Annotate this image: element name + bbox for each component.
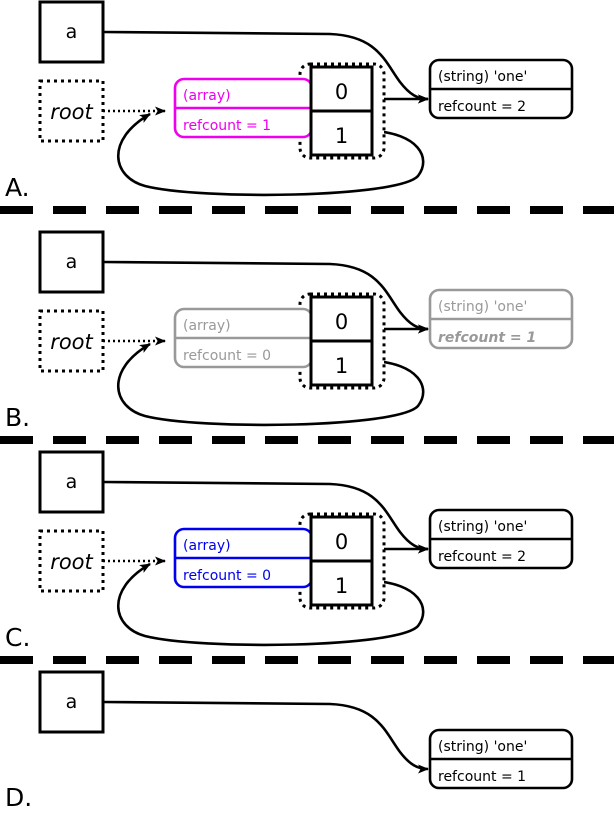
panel-label-C: C. [5, 623, 30, 652]
arrow-a-to-string [102, 260, 429, 334]
arrow-self-loop [116, 112, 425, 197]
array-cell-0-index: 0 [335, 530, 348, 554]
string-type-label: (string) 'one' [438, 69, 527, 85]
array-type-label: (array) [183, 318, 231, 334]
string-type-label: (string) 'one' [438, 519, 527, 535]
array-cell-1-index: 1 [335, 354, 348, 378]
arrow-a-to-string [102, 480, 429, 554]
array-value-box: (array) refcount = 0 [173, 527, 314, 589]
array-type-label: (array) [183, 538, 231, 554]
panel-label-D: D. [5, 783, 32, 812]
panel-A: a root (array) refcount = 1 0 1 [5, 0, 574, 202]
array-value-box: (array) refcount = 0 [173, 307, 314, 369]
panel-D: a (string) 'one' refcount = 1 D. [5, 670, 574, 812]
panel-B: a root (array) refcount = 0 0 1 (string) [5, 230, 574, 432]
array-value-box: (array) refcount = 1 [173, 77, 314, 139]
variable-box-a-label: a [66, 251, 78, 273]
panel-C: a root (array) refcount = 0 0 1 (string) [5, 450, 574, 652]
panel-label-A: A. [5, 173, 30, 202]
root-box: root [38, 529, 105, 593]
array-cell-1-index: 1 [335, 124, 348, 148]
root-box-label: root [50, 100, 93, 124]
arrow-self-loop [116, 342, 425, 427]
array-cell-1-index: 1 [335, 574, 348, 598]
string-refcount-label: refcount = 2 [438, 99, 526, 115]
string-type-label: (string) 'one' [438, 299, 527, 315]
array-type-label: (array) [183, 88, 231, 104]
variable-box-a: a [38, 450, 105, 514]
root-box: root [38, 309, 105, 373]
variable-box-a-label: a [66, 691, 78, 713]
string-value-box: (string) 'one' refcount = 2 [428, 508, 574, 570]
arrow-a-to-string [102, 700, 429, 774]
string-refcount-label: refcount = 1 [438, 330, 536, 346]
array-cell-0-index: 0 [335, 80, 348, 104]
array-cells: 0 1 [309, 515, 374, 607]
string-value-box: (string) 'one' refcount = 2 [428, 58, 574, 120]
array-cell-0-index: 0 [335, 310, 348, 334]
variable-box-a: a [38, 230, 105, 294]
string-refcount-label: refcount = 1 [438, 769, 526, 785]
arrow-a-to-string [102, 30, 429, 104]
string-refcount-label: refcount = 2 [438, 549, 526, 565]
root-box-label: root [50, 550, 93, 574]
array-cells: 0 1 [309, 295, 374, 387]
string-value-box: (string) 'one' refcount = 1 [428, 728, 574, 790]
array-refcount-label: refcount = 0 [183, 568, 271, 584]
string-value-box: (string) 'one' refcount = 1 [428, 288, 574, 350]
array-cells: 0 1 [309, 65, 374, 157]
variable-box-a: a [38, 0, 105, 64]
variable-box-a-label: a [66, 21, 78, 43]
root-box: root [38, 79, 105, 143]
array-refcount-label: refcount = 0 [183, 348, 271, 364]
panel-label-B: B. [5, 403, 30, 432]
variable-box-a-label: a [66, 471, 78, 493]
array-refcount-label: refcount = 1 [183, 118, 271, 134]
string-type-label: (string) 'one' [438, 739, 527, 755]
variable-box-a: a [38, 670, 105, 734]
arrow-self-loop [116, 562, 425, 647]
root-box-label: root [50, 330, 93, 354]
